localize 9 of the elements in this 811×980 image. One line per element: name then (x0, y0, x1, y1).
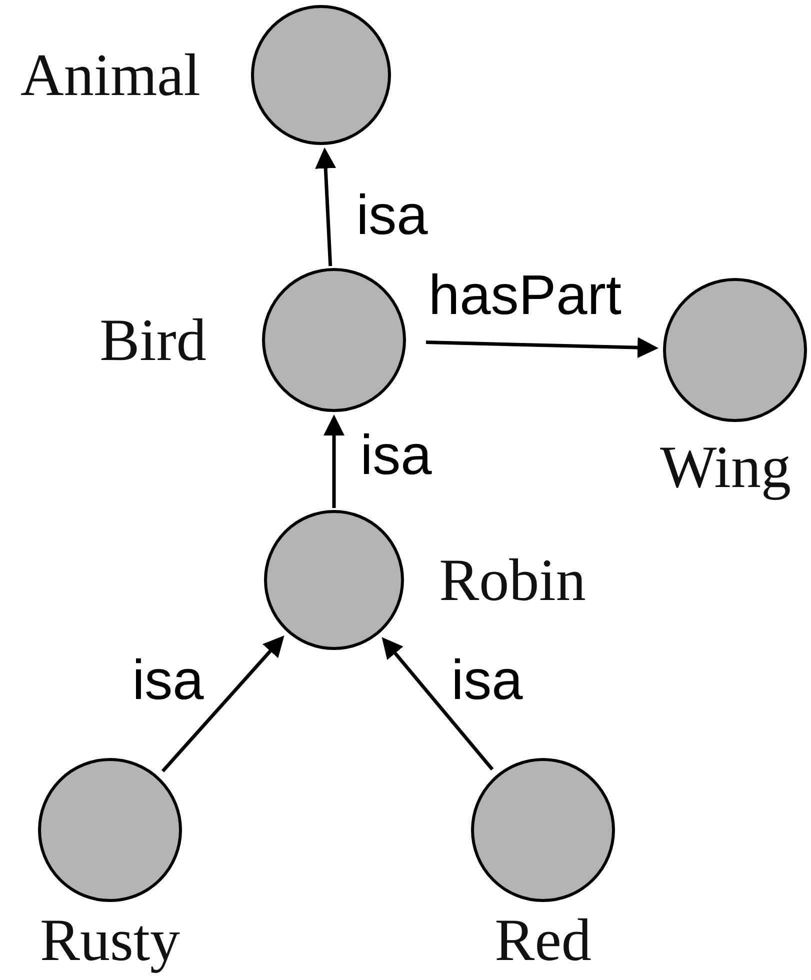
arrow (382, 637, 494, 771)
node-label: Robin (439, 550, 586, 610)
arrow (315, 147, 336, 266)
arrow (324, 414, 344, 508)
node-label: Red (494, 910, 592, 970)
node-label: Animal (20, 45, 200, 105)
arrow (161, 635, 284, 772)
node-label: Bird (100, 310, 206, 370)
arrow (426, 337, 659, 358)
